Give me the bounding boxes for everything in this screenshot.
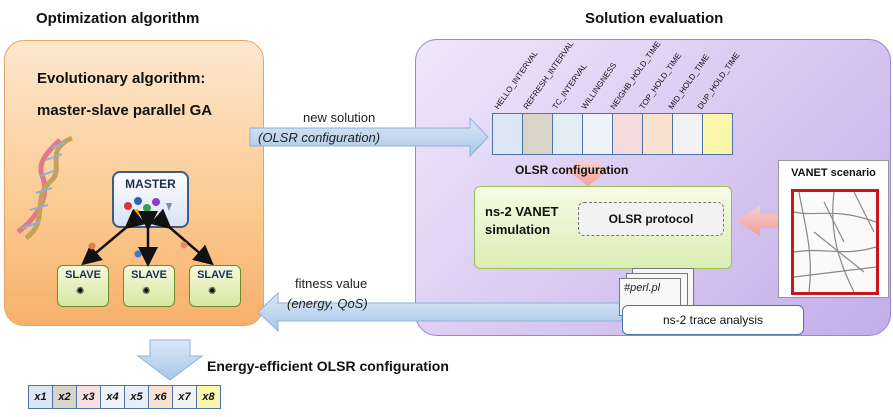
road-map-icon [791,189,879,295]
worker-icon: ✺ [76,286,85,297]
ga-subtitle: master-slave parallel GA [37,102,213,119]
var-label: x5 [130,391,143,403]
new-solution-label: new solution [303,110,376,125]
olsr-protocol-box: OLSR protocol [578,202,724,236]
var-label: x3 [82,391,95,403]
result-cell: x4 [100,385,125,409]
slave-node: SLAVE ✺ [57,265,109,307]
config-cell [642,113,673,155]
population-icon [124,197,172,217]
sim-title-line2: simulation [485,222,551,237]
config-cell [702,113,733,155]
result-cell: x3 [76,385,101,409]
result-config-vector: x1 x2 x3 x4 x5 x6 x7 x8 [28,385,221,409]
worker-icon: ✺ [142,286,151,297]
config-cell [522,113,553,155]
optimization-title: Optimization algorithm [36,10,200,27]
config-cell [582,113,613,155]
new-solution-detail: (OLSR configuration) [258,130,381,145]
fitness-label: fitness value [295,276,368,291]
vanet-title: VANET scenario [791,167,876,179]
script-name: #perl.pl [624,282,661,294]
olsr-config-label: OLSR configuration [515,163,629,177]
ea-title: Evolutionary algorithm: [37,70,206,87]
result-cell: x7 [172,385,197,409]
slave-node: SLAVE ✺ [189,265,241,307]
slave-node: SLAVE ✺ [123,265,175,307]
result-cell: x2 [52,385,77,409]
var-label: x2 [58,391,71,403]
config-cell [612,113,643,155]
evaluation-title: Solution evaluation [585,10,724,27]
var-label: x8 [202,391,215,403]
result-arrow [136,339,204,381]
vanet-scenario-box: VANET scenario [778,160,889,298]
var-label: x4 [106,391,119,403]
config-cell [492,113,523,155]
master-label: MASTER [125,177,176,191]
var-label: x7 [178,391,191,403]
config-cell [552,113,583,155]
var-label: x1 [34,391,47,403]
var-label: x6 [154,391,167,403]
result-cell: x1 [28,385,53,409]
trace-analysis-box: ns-2 trace analysis [622,305,804,335]
result-label: Energy-efficient OLSR configuration [207,358,449,374]
slave-label: SLAVE [131,269,167,281]
master-node: MASTER [112,171,189,228]
fitness-detail: (energy, QoS) [287,296,368,311]
slave-label: SLAVE [197,269,233,281]
olsr-config-vector [492,113,733,155]
result-cell: x8 [196,385,221,409]
slave-label: SLAVE [65,269,101,281]
result-cell: x6 [148,385,173,409]
result-cell: x5 [124,385,149,409]
config-cell [672,113,703,155]
sim-title-line1: ns-2 VANET [485,204,559,219]
worker-icon: ✺ [208,286,217,297]
